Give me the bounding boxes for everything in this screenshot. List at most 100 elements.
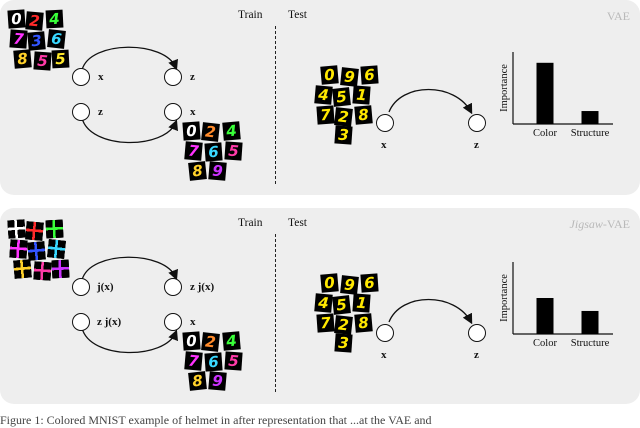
test-label: Test	[288, 9, 307, 21]
train-test-divider	[275, 26, 276, 184]
bar-color	[536, 298, 554, 334]
digit-tile: 9	[208, 371, 227, 391]
panel-title: VAE	[606, 9, 630, 23]
node-input	[72, 278, 90, 296]
digit-tile	[9, 239, 28, 259]
node-label: z	[98, 106, 103, 118]
digit-tile: 9	[208, 161, 227, 181]
x-tick-label: Color	[533, 128, 557, 139]
node-label: z	[474, 139, 479, 151]
digit-tile: 0	[320, 65, 339, 85]
digit-tile: 2	[201, 122, 220, 142]
digit-tile: 9	[340, 67, 359, 87]
node-input	[376, 114, 394, 132]
node-label: x	[381, 139, 387, 151]
digit-tile: 9	[340, 275, 359, 295]
digit-tile	[13, 259, 32, 279]
digit-tile: 1	[352, 293, 371, 313]
digit-tile: 4	[222, 331, 241, 351]
digit-tile: 2	[334, 315, 353, 335]
digit-tile: 6	[360, 65, 379, 85]
node-label: z	[190, 71, 195, 83]
train-arrows	[81, 46, 178, 144]
digit-tile: 3	[334, 125, 353, 145]
node-output	[164, 313, 182, 331]
digit-tile: 4	[222, 121, 241, 141]
digit-tile: 4	[314, 293, 333, 313]
digit-tile: 8	[188, 371, 207, 391]
node-output	[164, 103, 182, 121]
digit-tile: 7	[184, 351, 203, 371]
train-label: Train	[238, 9, 263, 21]
digit-tile: 0	[320, 273, 339, 293]
digit-tile: 3	[27, 31, 46, 51]
digit-tile: 4	[45, 9, 64, 29]
digit-tile: 8	[354, 313, 373, 333]
digit-tile: 2	[334, 107, 353, 127]
digit-tile: 5	[33, 51, 52, 71]
test-arrow	[388, 299, 473, 325]
digit-tile: 5	[224, 351, 243, 371]
node-input	[72, 68, 90, 86]
x-tick-label: Color	[533, 338, 557, 349]
digit-tile: 6	[360, 273, 379, 293]
digit-tile: 7	[316, 105, 335, 125]
digit-tile: 6	[204, 142, 223, 162]
bar-structure	[581, 310, 599, 334]
digit-tile: 4	[314, 85, 333, 105]
digit-tile: 6	[204, 352, 223, 372]
node-label: x	[98, 71, 104, 83]
digit-tile: 1	[352, 85, 371, 105]
digit-tile: 8	[13, 49, 32, 69]
digit-tile: 8	[354, 105, 373, 125]
digit-tile: 5	[332, 295, 351, 315]
node-input	[72, 103, 90, 121]
test-label: Test	[288, 217, 307, 229]
digit-tile	[47, 239, 66, 259]
digit-tile: 5	[51, 49, 70, 69]
node-output	[164, 278, 182, 296]
digit-tile: 6	[47, 29, 66, 49]
y-axis-label: Importance	[499, 64, 510, 112]
node-input	[72, 313, 90, 331]
digit-tile: 0	[7, 9, 26, 29]
digit-tile: 2	[25, 11, 44, 31]
node-output	[468, 114, 486, 132]
digit-tile: 8	[188, 161, 207, 181]
node-label: j(x)	[97, 281, 114, 293]
digit-tile: 2	[201, 332, 220, 352]
bar-structure	[581, 111, 599, 124]
digit-tile: 7	[9, 29, 28, 49]
node-label: z j(x)	[190, 281, 215, 293]
node-label: x	[190, 106, 196, 118]
digit-tile: 7	[316, 313, 335, 333]
digit-tile: 0	[182, 121, 201, 141]
test-arrow	[388, 89, 473, 115]
digit-tile	[51, 259, 70, 279]
x-tick-label: Structure	[571, 128, 610, 139]
jigsaw-vae-panel: Jigsaw-VAE Train Test j(x) z j(x) z j(x)…	[0, 208, 640, 404]
train-arrows	[81, 256, 178, 354]
node-label: x	[381, 349, 387, 361]
digit-tile	[45, 219, 64, 239]
y-axis-label: Importance	[499, 274, 510, 322]
node-input	[376, 324, 394, 342]
digit-tile	[27, 241, 46, 261]
panel-title: Jigsaw-VAE	[569, 217, 630, 231]
figure-caption: Figure 1: Colored MNIST example of helme…	[0, 413, 432, 427]
digit-tile	[25, 221, 44, 241]
digit-tile: 3	[334, 333, 353, 353]
node-output	[164, 68, 182, 86]
train-label: Train	[238, 217, 263, 229]
digit-tile: 7	[184, 141, 203, 161]
x-tick-label: Structure	[571, 338, 610, 349]
node-label: z j(x)	[97, 316, 122, 328]
node-label: z	[474, 349, 479, 361]
node-label: x	[190, 316, 196, 328]
digit-tile: 0	[182, 331, 201, 351]
node-output	[468, 324, 486, 342]
digit-tile	[33, 261, 52, 281]
digit-tile	[7, 219, 26, 239]
